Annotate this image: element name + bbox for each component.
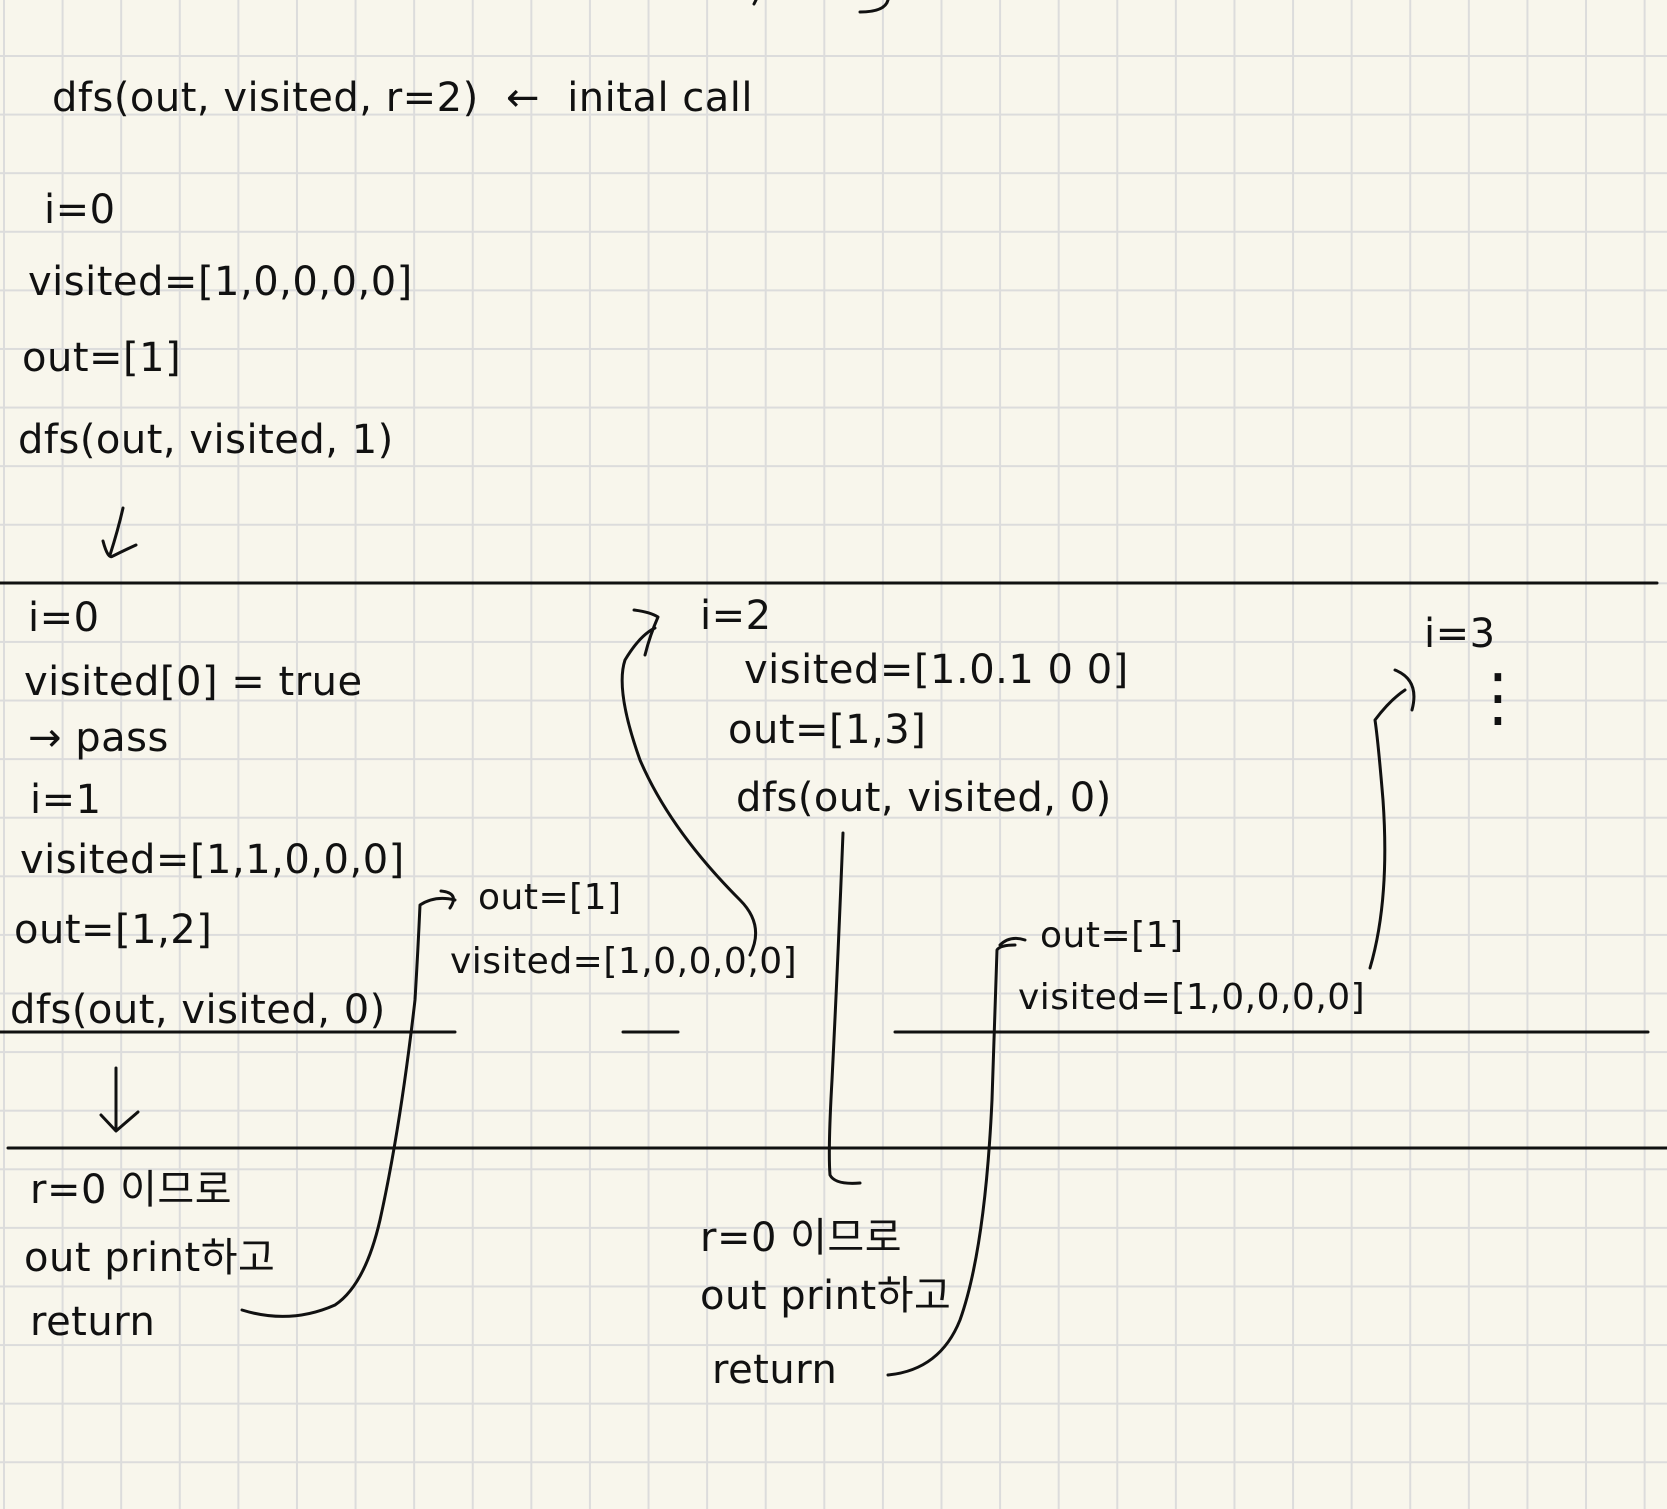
down-arrow-icon-2 <box>99 1066 140 1133</box>
level1-i0: i=0 <box>28 595 100 641</box>
next-iteration-arrow-head-2 <box>1393 668 1416 712</box>
level0-out: out=[1] <box>22 335 182 381</box>
level1-i1-visited: visited=[1,1,0,0,0] <box>20 837 405 883</box>
backtrack1-out: out=[1] <box>478 877 622 918</box>
return-arrow-head-1 <box>439 889 455 910</box>
down-arrow-icon-1 <box>101 506 138 559</box>
level1-i3: i=3 <box>1424 611 1496 657</box>
level2-right-line2: out print하고 <box>700 1273 952 1319</box>
left-arrow-icon: ← <box>505 75 540 121</box>
level2-right-line1: r=0 이므로 <box>700 1215 903 1261</box>
backtrack2-visited: visited=[1,0,0,0,0] <box>1018 977 1366 1018</box>
level1-i2: i=2 <box>700 593 772 639</box>
level1-i0-check: visited[0] = true <box>24 659 363 705</box>
level1-i1-call: dfs(out, visited, 0) <box>10 987 386 1033</box>
return-arrow-head-2 <box>998 936 1027 947</box>
top-tick-fragment <box>752 0 758 6</box>
level0-call: dfs(out, visited, 1) <box>18 417 394 463</box>
backtrack2-out: out=[1] <box>1040 915 1184 956</box>
level0-i: i=0 <box>44 187 116 233</box>
level1-i2-visited: visited=[1.0.1 0 0] <box>744 647 1129 693</box>
initial-call-expression: dfs(out, visited, r=2) <box>52 75 479 121</box>
level2-left-line3: return <box>30 1299 156 1345</box>
level1-i0-result: → pass <box>28 715 169 761</box>
initial-call-annotation: inital call <box>567 75 754 121</box>
level1-i1: i=1 <box>30 777 102 823</box>
initial-call: dfs(out, visited, r=2) ← inital call <box>52 78 753 118</box>
next-iteration-arrow-head-1 <box>632 608 660 657</box>
level2-right-line3: return <box>712 1347 838 1393</box>
continuation-dots-icon: ⋮ <box>1466 661 1531 735</box>
level2-left-line2: out print하고 <box>24 1235 276 1281</box>
call-connector-2 <box>827 831 862 1185</box>
backtrack1-visited: visited=[1,0,0,0,0] <box>450 941 798 982</box>
level1-i2-call: dfs(out, visited, 0) <box>736 775 1112 821</box>
top-stroke-fragment <box>858 0 890 14</box>
level0-visited: visited=[1,0,0,0,0] <box>28 259 413 305</box>
level2-left-line1: r=0 이므로 <box>30 1167 233 1213</box>
level1-i1-out: out=[1,2] <box>14 907 213 953</box>
next-iteration-connector-2 <box>1368 688 1407 970</box>
level1-i2-out: out=[1,3] <box>728 707 927 753</box>
